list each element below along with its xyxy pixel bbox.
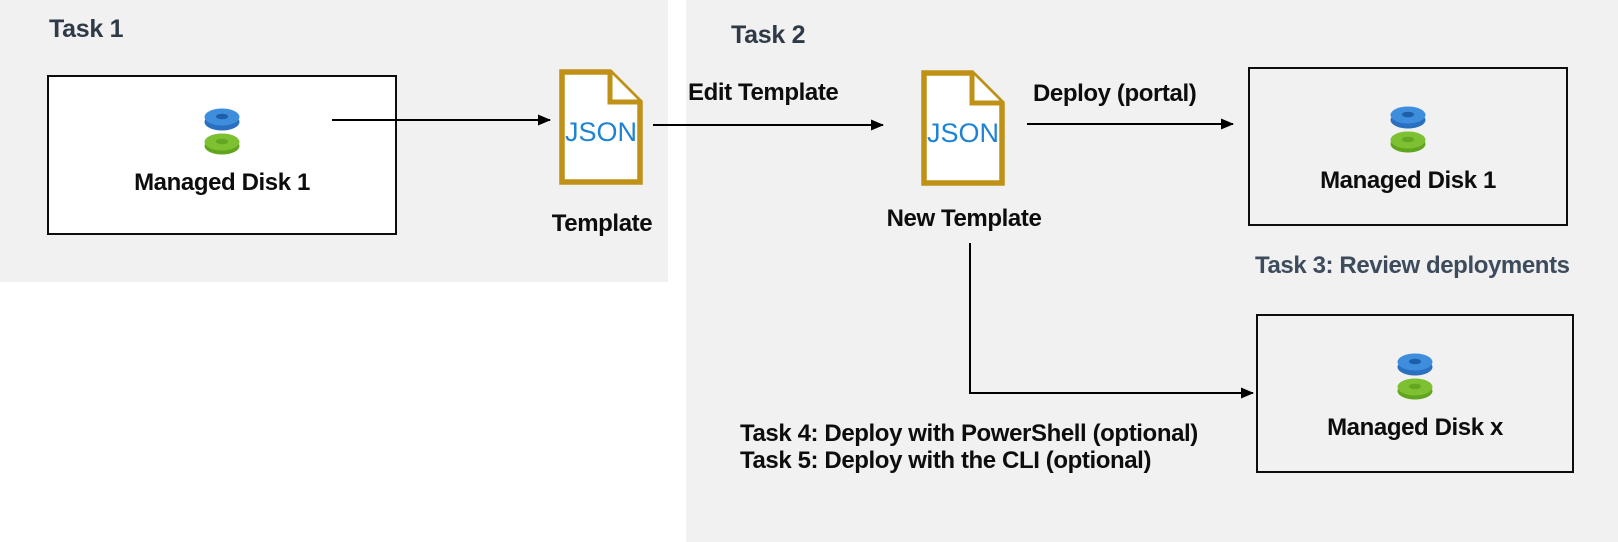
task2-heading: Task 2 xyxy=(731,21,806,49)
json-file-icon: JSON xyxy=(559,69,643,185)
edit-template-arrow-label: Edit Template xyxy=(688,79,839,106)
task4-annotation-line: Task 4: Deploy with PowerShell (optional… xyxy=(740,420,1198,447)
stacked-disks-icon xyxy=(204,108,240,155)
portal-deployed-disk-box: Managed Disk 1 xyxy=(1248,67,1568,226)
json-file-icon: JSON xyxy=(921,70,1005,186)
task45-annotation: Task 4: Deploy with PowerShell (optional… xyxy=(740,420,1198,474)
scripted-deployed-disk-label: Managed Disk x xyxy=(1327,414,1503,441)
deploy-portal-arrow-label: Deploy (portal) xyxy=(1033,80,1197,107)
source-disk-box: Managed Disk 1 xyxy=(47,75,397,235)
json-file-text: JSON xyxy=(927,118,999,148)
task5-annotation-line: Task 5: Deploy with the CLI (optional) xyxy=(740,447,1152,474)
portal-deployed-disk-label: Managed Disk 1 xyxy=(1320,167,1496,194)
template-label: Template xyxy=(551,210,653,237)
source-disk-label: Managed Disk 1 xyxy=(134,169,310,196)
scripted-deployed-disk-box: Managed Disk x xyxy=(1256,314,1574,473)
task3-annotation: Task 3: Review deployments xyxy=(1255,252,1570,279)
new-template-label: New Template xyxy=(886,205,1042,232)
stacked-disks-icon xyxy=(1390,106,1426,153)
stacked-disks-icon xyxy=(1397,353,1433,400)
json-file-text: JSON xyxy=(565,117,637,147)
task1-heading: Task 1 xyxy=(49,15,124,43)
